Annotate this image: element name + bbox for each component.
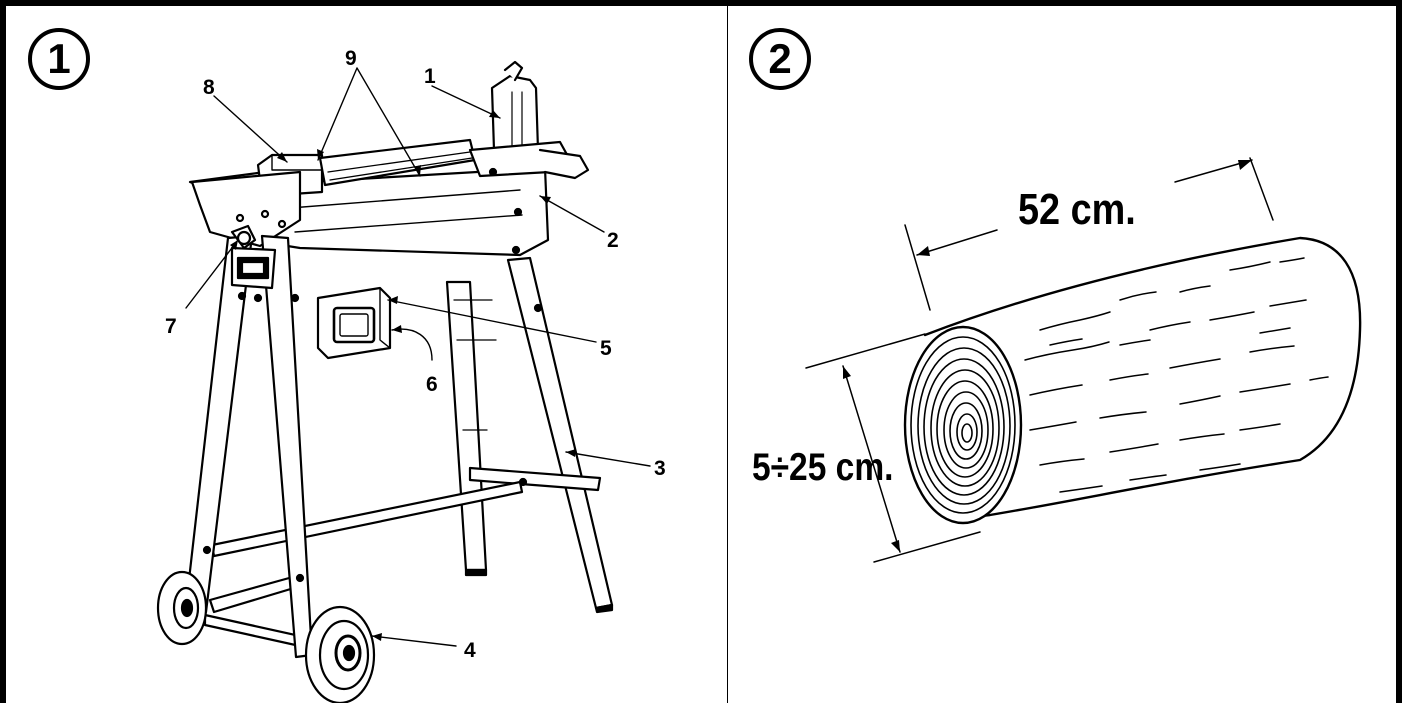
part-label-wheel: 4 — [464, 639, 476, 662]
part-label-beam: 2 — [607, 229, 619, 252]
part-label-control-box: 5 — [600, 337, 612, 360]
rear-leg-left — [445, 280, 488, 572]
figure-panel-1 — [0, 0, 728, 703]
figure-number-badge-2: 2 — [749, 28, 811, 90]
motor-housing — [490, 74, 540, 157]
log-length-label: 52 cm. — [1018, 185, 1136, 234]
part-label-switch: 6 — [426, 373, 438, 396]
part-label-lever: 7 — [165, 315, 177, 338]
part-label-guide-rails: 9 — [345, 47, 357, 70]
log-diameter-label: 5÷25 cm. — [752, 446, 894, 489]
log-splitter-drawing — [156, 60, 651, 703]
figure-number-badge-1: 1 — [28, 28, 90, 90]
part-label-motor: 1 — [424, 65, 436, 88]
work-table-plate — [190, 170, 302, 248]
part-label-wedge: 8 — [203, 76, 215, 99]
front-leg-right — [506, 256, 614, 610]
part-label-leg: 3 — [654, 457, 666, 480]
figure-panel-2 — [728, 0, 1402, 703]
